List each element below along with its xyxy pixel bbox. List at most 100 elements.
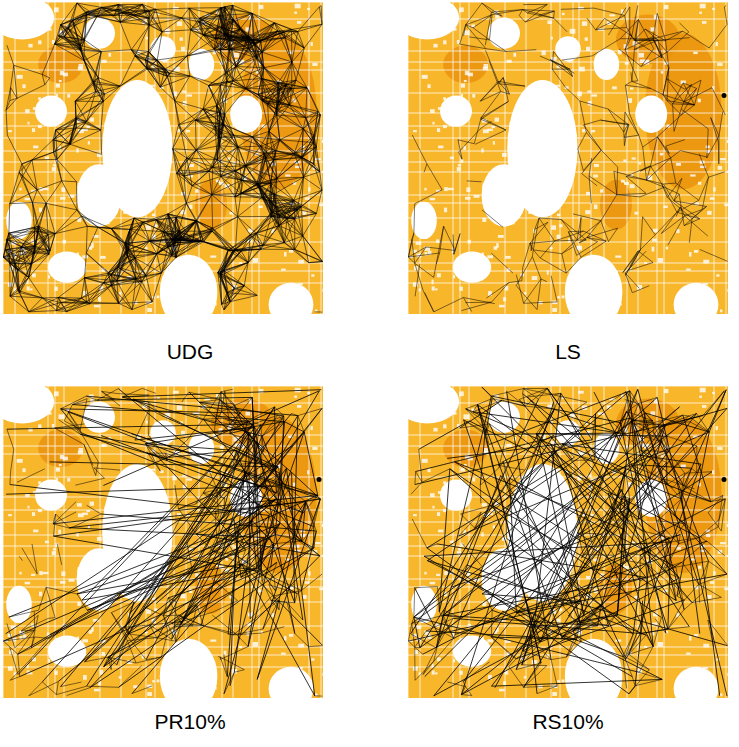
network-link bbox=[252, 115, 276, 137]
network-link bbox=[303, 118, 306, 129]
network-link bbox=[150, 220, 157, 242]
network-link bbox=[17, 85, 45, 99]
network-link bbox=[29, 254, 49, 277]
network-link bbox=[294, 219, 295, 250]
map-speckle bbox=[281, 269, 286, 271]
network-link bbox=[149, 11, 150, 25]
network-link bbox=[147, 68, 170, 74]
network-link bbox=[156, 9, 182, 18]
network-link bbox=[224, 270, 245, 285]
network-link bbox=[55, 40, 85, 44]
network-link bbox=[142, 4, 149, 25]
network-link bbox=[292, 88, 306, 117]
network-link bbox=[203, 109, 224, 125]
network-link bbox=[54, 152, 62, 181]
network-link bbox=[57, 159, 76, 181]
network-link bbox=[56, 303, 60, 311]
network-link bbox=[147, 69, 160, 87]
network-link bbox=[176, 242, 204, 258]
network-link bbox=[42, 298, 66, 312]
network-link bbox=[261, 226, 279, 250]
network-link bbox=[291, 62, 292, 88]
network-link bbox=[277, 157, 302, 178]
network-link bbox=[73, 21, 85, 40]
network-link bbox=[173, 125, 179, 149]
network-link bbox=[145, 32, 162, 60]
network-link bbox=[85, 253, 87, 278]
network-link bbox=[126, 251, 136, 279]
network-link bbox=[157, 32, 162, 60]
empty-area bbox=[230, 96, 262, 133]
network-link bbox=[184, 176, 212, 195]
network-link bbox=[222, 302, 231, 305]
network-link bbox=[269, 131, 294, 153]
network-link bbox=[320, 172, 322, 190]
network-link bbox=[9, 233, 35, 246]
network-link bbox=[309, 261, 323, 262]
grid-line bbox=[3, 242, 323, 243]
network-link bbox=[262, 79, 277, 110]
network-link bbox=[203, 109, 219, 132]
network-link bbox=[215, 112, 220, 127]
network-link bbox=[221, 8, 225, 35]
network-link bbox=[303, 129, 313, 143]
network-link bbox=[126, 222, 143, 243]
network-link bbox=[302, 129, 303, 157]
network-link bbox=[218, 263, 248, 273]
empty-area bbox=[77, 164, 122, 226]
network-link bbox=[98, 227, 126, 243]
network-link bbox=[225, 89, 246, 115]
network-link bbox=[58, 278, 84, 298]
network-link bbox=[10, 264, 15, 297]
network-link bbox=[175, 221, 196, 239]
network-link bbox=[75, 101, 103, 102]
network-link bbox=[221, 275, 222, 304]
network-link bbox=[53, 140, 69, 144]
network-link bbox=[90, 283, 104, 304]
map-speckle bbox=[295, 4, 301, 9]
network-link bbox=[269, 102, 279, 131]
network-link bbox=[258, 83, 278, 95]
network-link bbox=[93, 52, 101, 82]
network-link bbox=[255, 31, 278, 43]
network-link bbox=[268, 104, 269, 132]
map-speckle bbox=[38, 40, 41, 44]
network-link bbox=[135, 56, 165, 69]
network-link bbox=[303, 213, 317, 236]
network-link bbox=[211, 195, 213, 229]
network-link bbox=[146, 255, 172, 275]
network-link bbox=[10, 296, 29, 312]
map-speckle bbox=[157, 295, 160, 298]
network-link bbox=[161, 257, 176, 273]
network-link bbox=[101, 50, 131, 52]
network-link bbox=[235, 171, 236, 197]
empty-area bbox=[269, 283, 314, 314]
network-link bbox=[256, 216, 279, 234]
network-link bbox=[221, 176, 242, 180]
network-link bbox=[81, 50, 99, 77]
network-link bbox=[149, 18, 182, 19]
map-speckle bbox=[312, 63, 317, 66]
network-link bbox=[55, 36, 59, 44]
network-link bbox=[179, 125, 197, 150]
network-link bbox=[111, 282, 142, 286]
network-link bbox=[81, 283, 103, 299]
network-link bbox=[111, 275, 118, 304]
network-link bbox=[111, 218, 134, 229]
network-link bbox=[261, 245, 263, 249]
empty-area bbox=[160, 255, 218, 314]
network-link bbox=[222, 304, 224, 309]
network-link bbox=[156, 8, 189, 9]
network-link bbox=[259, 184, 276, 207]
network-link bbox=[219, 146, 237, 147]
network-link bbox=[220, 273, 221, 304]
map-speckle bbox=[28, 44, 32, 48]
network-link bbox=[111, 229, 128, 250]
network-link bbox=[122, 13, 149, 25]
network-link bbox=[62, 181, 77, 210]
network-link bbox=[213, 217, 238, 229]
network-link bbox=[314, 143, 317, 147]
network-link bbox=[33, 190, 38, 203]
network-link bbox=[295, 236, 303, 250]
network-link bbox=[122, 11, 149, 13]
